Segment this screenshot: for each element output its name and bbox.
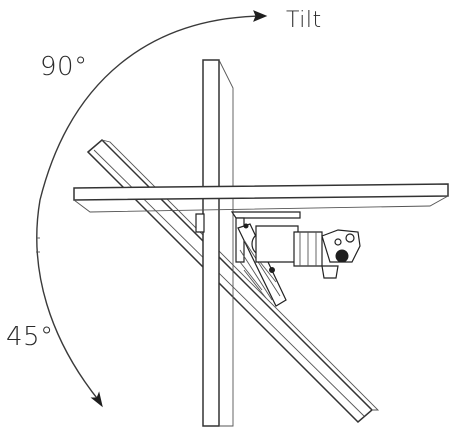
panel-90-degree (202, 59, 234, 427)
angle-45-label: 45° (6, 322, 54, 352)
tilt-label: Tilt (286, 8, 322, 33)
mount-mechanism (195, 211, 361, 307)
arc-arrow-top-icon (253, 10, 268, 22)
panel-horizontal (73, 183, 449, 213)
bolt-dark (335, 249, 349, 263)
tilt-arc (36, 10, 268, 408)
arc-arrow-bottom-icon (90, 391, 103, 408)
angle-90-label: 90° (40, 52, 88, 82)
